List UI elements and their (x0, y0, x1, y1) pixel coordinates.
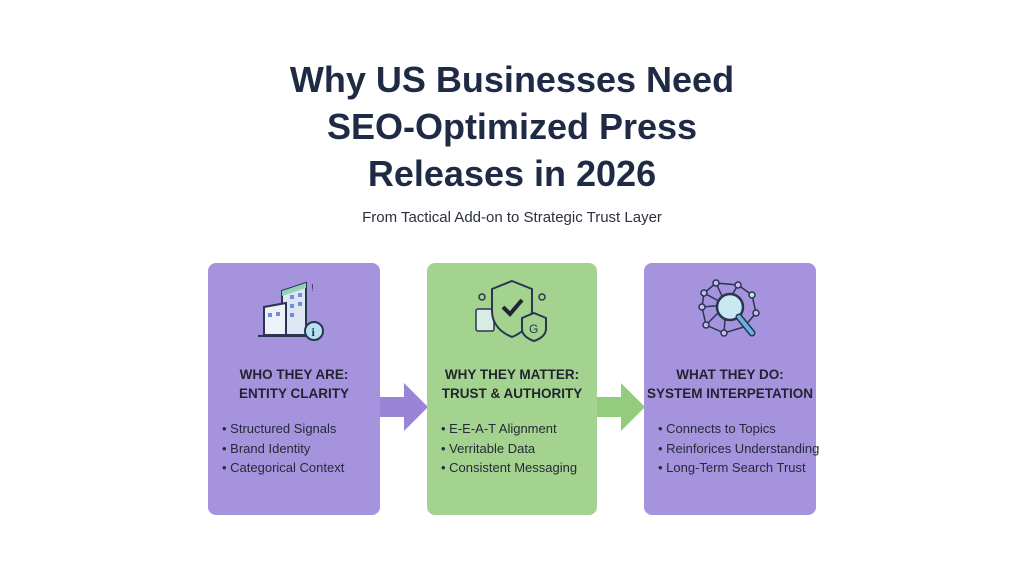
card-trust-authority: G WHY THEY MATTER: TRUST & AUTHORITY E-E… (427, 263, 597, 515)
list-item: E-E-A-T Alignment (441, 419, 577, 439)
heading-line: WHO THEY ARE: (239, 367, 349, 382)
bullet-list: Connects to Topics Reinforices Understan… (658, 419, 819, 478)
list-item: Categorical Context (222, 458, 344, 478)
svg-text:!: ! (311, 283, 314, 294)
shield-check-icon: G (475, 279, 547, 343)
arrow-right-icon (380, 383, 428, 431)
bullet-list: Structured Signals Brand Identity Catego… (222, 419, 344, 478)
heading-line: ENTITY CLARITY (238, 386, 349, 401)
heading-line: SYSTEM INTERPETATION (646, 386, 813, 401)
heading-line: WHAT THEY DO: (676, 367, 784, 382)
card-system-interpretation: WHAT THEY DO: SYSTEM INTERPETATION Conne… (644, 263, 819, 515)
list-item: Brand Identity (222, 439, 344, 459)
svg-text:G: G (529, 322, 538, 336)
card-heading: WHAT THEY DO: SYSTEM INTERPETATION (644, 365, 816, 403)
card-heading: WHY THEY MATTER: TRUST & AUTHORITY (427, 365, 597, 403)
list-item: Long-Term Search Trust (658, 458, 819, 478)
heading-line: TRUST & AUTHORITY (441, 386, 583, 401)
title-line: Why US Businesses Need (289, 59, 735, 100)
list-item: Verritable Data (441, 439, 577, 459)
bullet-list: E-E-A-T Alignment Verritable Data Consis… (441, 419, 577, 478)
network-search-icon (698, 279, 760, 337)
card-heading: WHO THEY ARE: ENTITY CLARITY (208, 365, 380, 403)
list-item: Consistent Messaging (441, 458, 577, 478)
svg-text:i: i (312, 325, 316, 339)
title-line: Releases in 2026 (367, 153, 657, 194)
building-info-icon: ! i (258, 281, 324, 341)
page-title: Why US Businesses Need SEO-Optimized Pre… (0, 56, 1024, 197)
list-item: Structured Signals (222, 419, 344, 439)
subtitle: From Tactical Add-on to Strategic Trust … (362, 209, 662, 226)
list-item: Connects to Topics (658, 419, 819, 439)
heading-line: WHY THEY MATTER: (444, 367, 580, 382)
list-item: Reinforices Understanding (658, 439, 819, 459)
arrow-right-icon (597, 383, 645, 431)
title-line: SEO-Optimized Press (326, 106, 698, 147)
card-entity-clarity: ! i WHO THEY ARE: ENTITY CLARITY Structu… (208, 263, 380, 515)
